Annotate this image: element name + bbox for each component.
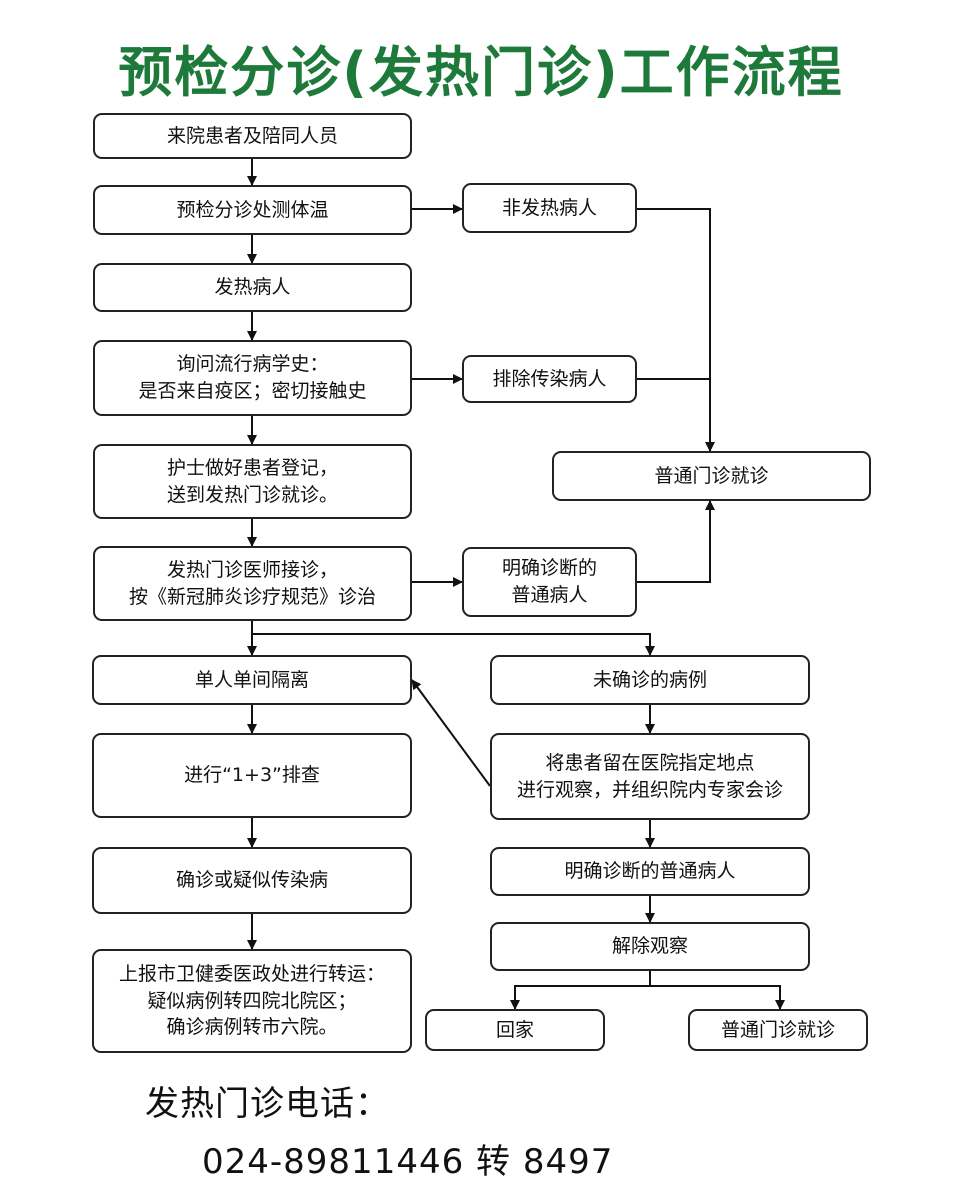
node-general-clinic-2: 普通门诊就诊 [688, 1009, 868, 1051]
page-title: 预检分诊(发热门诊)工作流程 [118, 41, 844, 104]
contact-phone: 024-89811446 转 8497 [202, 1142, 614, 1182]
node-confirmed-common-patient-2: 明确诊断的普通病人 [490, 847, 810, 896]
arrow-split-to-unconfirmed [252, 633, 655, 656]
node-unconfirmed-case: 未确诊的病例 [490, 655, 810, 705]
node-confirmed-common-patient: 明确诊断的 普通病人 [462, 547, 637, 617]
arrow-common-to-general [637, 500, 715, 583]
node-non-fever-patient: 非发热病人 [462, 183, 637, 233]
node-triage-temperature: 预检分诊处测体温 [93, 185, 412, 235]
node-exclude-infectious: 排除传染病人 [462, 355, 637, 403]
arrow-nonfever-to-general [637, 208, 715, 452]
node-report-transfer: 上报市卫健委医政处进行转运： 疑似病例转四院北院区； 确诊病例转市六院。 [92, 949, 412, 1053]
arrow-observe-to-isolation [411, 679, 491, 787]
node-observe-consult: 将患者留在医院指定地点 进行观察，并组织院内专家会诊 [490, 733, 810, 820]
node-screening: 进行“1+3”排查 [92, 733, 412, 818]
node-general-clinic: 普通门诊就诊 [552, 451, 871, 501]
node-release-observation: 解除观察 [490, 922, 810, 971]
node-epidemiological-history: 询问流行病学史： 是否来自疫区；密切接触史 [93, 340, 412, 416]
node-doctor-diagnose: 发热门诊医师接诊， 按《新冠肺炎诊疗规范》诊治 [93, 546, 412, 621]
node-confirmed-or-suspected: 确诊或疑似传染病 [92, 847, 412, 914]
arrow-release-to-general2 [650, 985, 785, 1010]
node-go-home: 回家 [425, 1009, 605, 1051]
contact-label: 发热门诊电话： [145, 1084, 390, 1124]
node-single-isolation: 单人单间隔离 [92, 655, 412, 705]
node-fever-patient: 发热病人 [93, 263, 412, 312]
node-nurse-register: 护士做好患者登记， 送到发热门诊就诊。 [93, 444, 412, 519]
node-arrive: 来院患者及陪同人员 [93, 113, 412, 159]
arrow-release-to-home [510, 985, 650, 1010]
